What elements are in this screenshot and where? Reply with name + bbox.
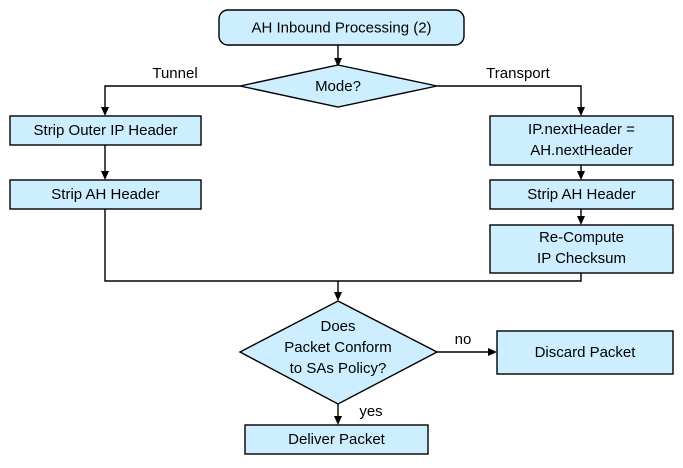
node-mode-label: Mode? — [315, 78, 361, 95]
node-strip-outer-label: Strip Outer IP Header — [34, 122, 178, 139]
node-conform-label-line3: to SAs Policy? — [290, 360, 387, 377]
edge-conform-no-discard — [437, 348, 497, 356]
node-strip-outer-ip-header[interactable]: Strip Outer IP Header — [9, 115, 202, 146]
node-deliver-shape — [244, 424, 429, 455]
edge-stripahr-to-recompute — [577, 209, 585, 225]
node-deliver-label: Deliver Packet — [288, 431, 386, 448]
node-recompute-label-line2: IP Checksum — [537, 250, 626, 267]
node-nextheader-label-line2: AH.nextHeader — [530, 142, 633, 159]
node-strip-ah-left-shape — [9, 179, 202, 210]
edge-nextheader-to-stripahr — [577, 165, 585, 180]
edge-start-to-mode — [334, 45, 342, 67]
node-mode-shape — [239, 64, 438, 108]
node-start-label: AH Inbound Processing (2) — [251, 19, 431, 36]
edge-merge-to-conform — [104, 209, 582, 301]
node-strip-ah-left-label: Strip AH Header — [51, 186, 159, 203]
node-deliver-packet[interactable]: Deliver Packet — [244, 424, 429, 455]
node-conform-shape — [238, 300, 439, 405]
node-start-shape — [218, 9, 465, 46]
edge-label-yes: yes — [359, 403, 382, 420]
node-recompute-label-line1: Re-Compute — [539, 229, 624, 246]
edge-label-transport: Transport — [486, 65, 550, 82]
node-strip-outer-shape — [9, 115, 202, 146]
node-recompute-ip-checksum[interactable]: Re-Compute IP Checksum — [489, 224, 674, 274]
node-mode-decision[interactable]: Mode? — [239, 64, 438, 108]
node-discard-packet[interactable]: Discard Packet — [496, 330, 674, 375]
node-strip-ah-right-label: Strip AH Header — [527, 186, 635, 203]
node-strip-ah-right-shape — [489, 179, 674, 210]
edge-label-tunnel: Tunnel — [152, 65, 197, 82]
node-strip-ah-header-left[interactable]: Strip AH Header — [9, 179, 202, 210]
edge-mode-tunnel — [101, 85, 240, 116]
node-nextheader-label-line1: IP.nextHeader = — [528, 121, 635, 138]
edge-stripouter-to-stripahl — [101, 144, 109, 180]
node-discard-label: Discard Packet — [535, 344, 637, 361]
node-conform-label-line1: Does — [320, 318, 355, 335]
node-policy-conformance-decision[interactable]: Does Packet Conform to SAs Policy? — [238, 300, 439, 405]
node-strip-ah-header-right[interactable]: Strip AH Header — [489, 179, 674, 210]
edge-mode-transport — [437, 85, 585, 116]
edge-label-no: no — [455, 331, 472, 348]
node-conform-label-line2: Packet Conform — [284, 339, 392, 356]
node-nextheader-shape — [489, 115, 674, 166]
node-ip-nextheader-assign[interactable]: IP.nextHeader = AH.nextHeader — [489, 115, 674, 166]
edge-conform-yes-deliver — [334, 404, 342, 425]
node-discard-shape — [496, 330, 674, 375]
node-recompute-shape — [489, 224, 674, 274]
node-ah-inbound-processing[interactable]: AH Inbound Processing (2) — [218, 9, 465, 46]
